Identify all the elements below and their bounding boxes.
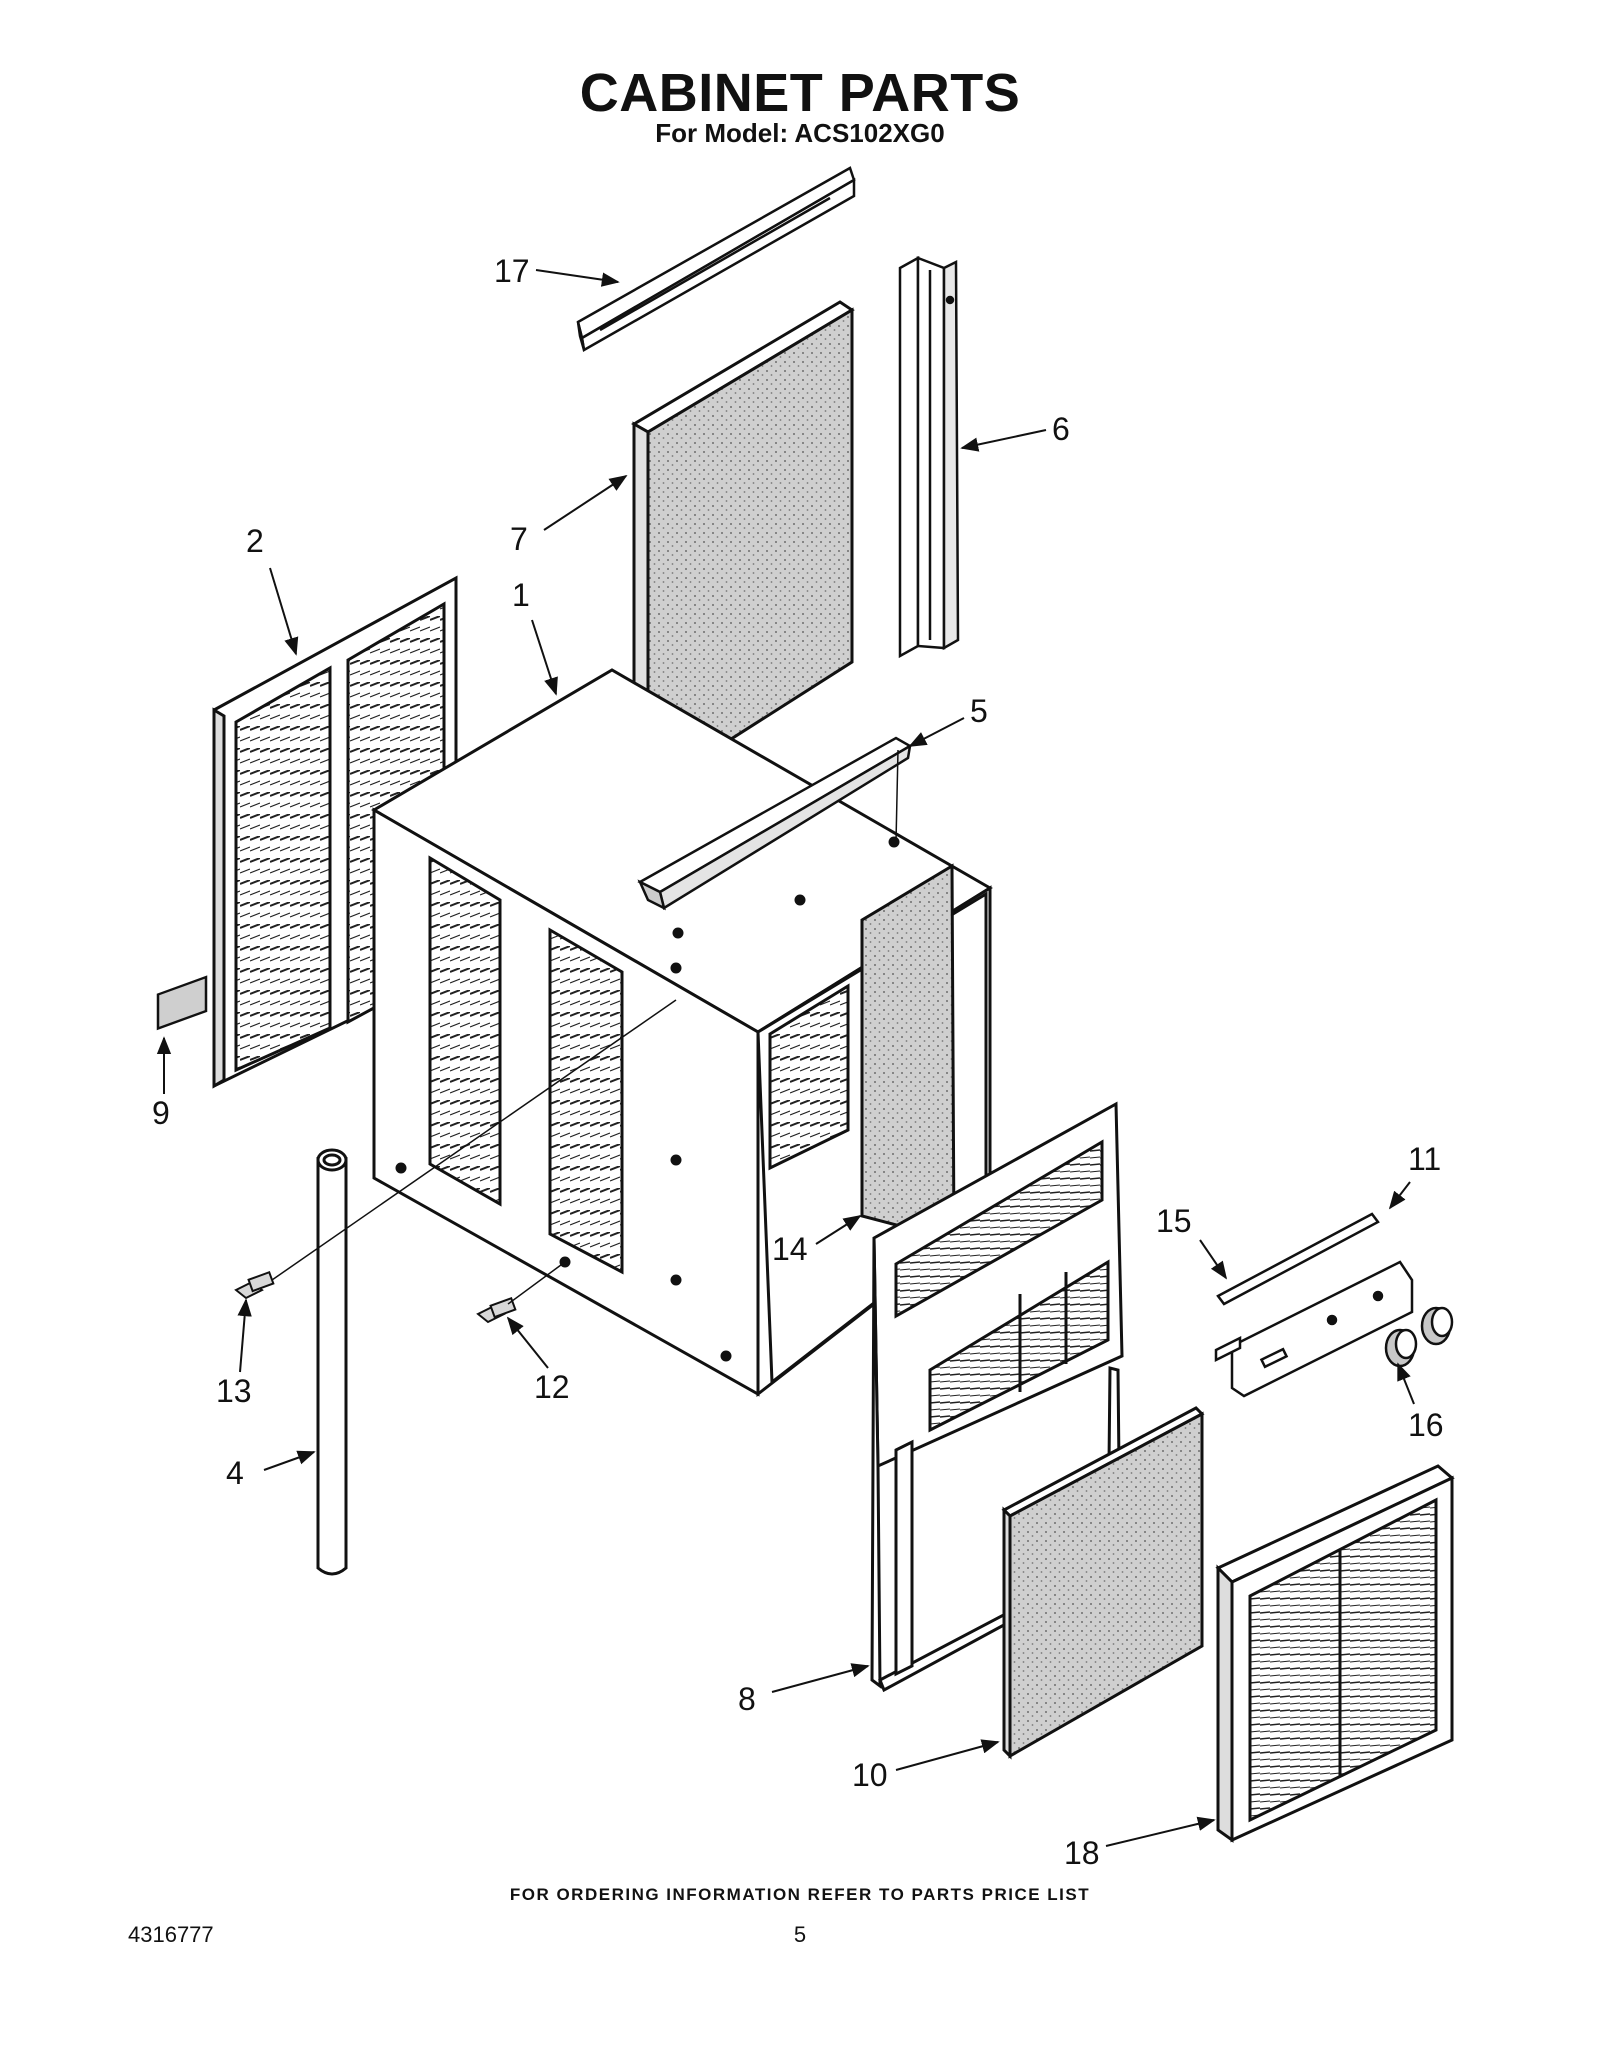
callout-13: 13 <box>216 1373 252 1409</box>
ordering-note: FOR ORDERING INFORMATION REFER TO PARTS … <box>509 1885 1091 1904</box>
part-6-side-channel <box>898 255 960 659</box>
callout-16: 16 <box>1408 1407 1444 1443</box>
part-11-control-panel <box>1230 1260 1414 1398</box>
callout-12: 12 <box>534 1369 570 1405</box>
part-8-front-frame <box>870 1101 1124 1693</box>
callout-5: 5 <box>970 693 988 729</box>
part-9-label <box>156 975 208 1031</box>
callout-arrows <box>156 269 1415 1847</box>
part-13-screw <box>234 1270 275 1300</box>
callout-11: 11 <box>1408 1141 1441 1177</box>
part-15-strip <box>1214 1212 1380 1363</box>
callout-9: 9 <box>152 1095 170 1131</box>
page-title: CABINET PARTS <box>579 63 1021 123</box>
part-16-knobs <box>1384 1306 1454 1368</box>
document-number: 4316777 <box>128 1922 214 1947</box>
callout-labels: 17 6 7 2 1 5 9 11 15 14 13 12 16 4 8 10 … <box>152 253 1444 1871</box>
part-4-side-post <box>316 1148 348 1576</box>
part-17-top-rail <box>576 166 856 352</box>
part-18-front-grille <box>1215 1464 1455 1843</box>
callout-6: 6 <box>1052 411 1070 447</box>
callout-7: 7 <box>510 521 528 557</box>
callout-2: 2 <box>246 523 264 559</box>
part-10-filter <box>1001 1406 1205 1760</box>
callout-17: 17 <box>494 253 530 289</box>
callout-4: 4 <box>226 1455 244 1491</box>
part-1-cabinet-shell <box>371 668 993 1398</box>
model-subtitle: For Model: ACS102XG0 <box>655 118 945 148</box>
page-number: 5 <box>793 1922 807 1947</box>
assembly-lines <box>271 749 899 1305</box>
callout-10: 10 <box>852 1757 888 1793</box>
callout-1: 1 <box>512 577 530 613</box>
callout-14: 14 <box>772 1231 808 1267</box>
callout-15: 15 <box>1156 1203 1192 1239</box>
callout-8: 8 <box>738 1681 756 1717</box>
callout-18: 18 <box>1064 1835 1100 1871</box>
